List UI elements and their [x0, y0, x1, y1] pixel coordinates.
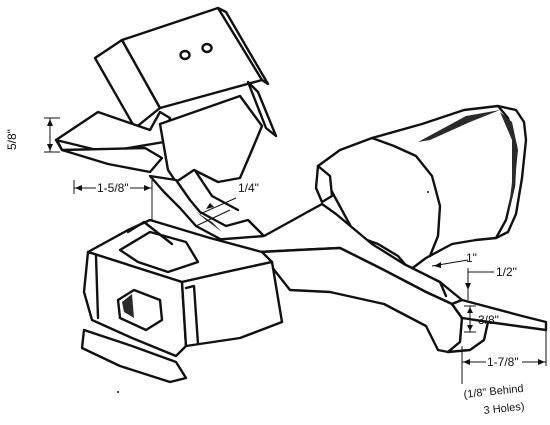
dim-5-8-label: 5/8" — [5, 129, 19, 150]
left-sloped-strap — [54, 110, 172, 174]
mount-hole-left — [179, 49, 191, 61]
note-line-2: 3 Holes) — [483, 401, 525, 417]
dim-1-4-label: 1/4" — [238, 181, 259, 195]
dimension-lines — [44, 117, 547, 384]
note-line-1: (1/8" Behind — [463, 383, 524, 401]
right-curved-cradle — [314, 104, 528, 272]
dim-1-5-8-label: 1-5/8" — [97, 181, 129, 195]
base-rail — [210, 202, 548, 354]
box-bracket — [80, 218, 284, 384]
dim-1-7-8-label: 1-7/8" — [487, 355, 519, 369]
dim-3-8-label: 3/8" — [478, 313, 499, 327]
dim-1-label: 1" — [466, 251, 477, 265]
mount-hole-right — [201, 42, 213, 54]
dim-1-2-label: 1/2" — [496, 265, 517, 279]
top-mount-tab — [93, 6, 278, 138]
